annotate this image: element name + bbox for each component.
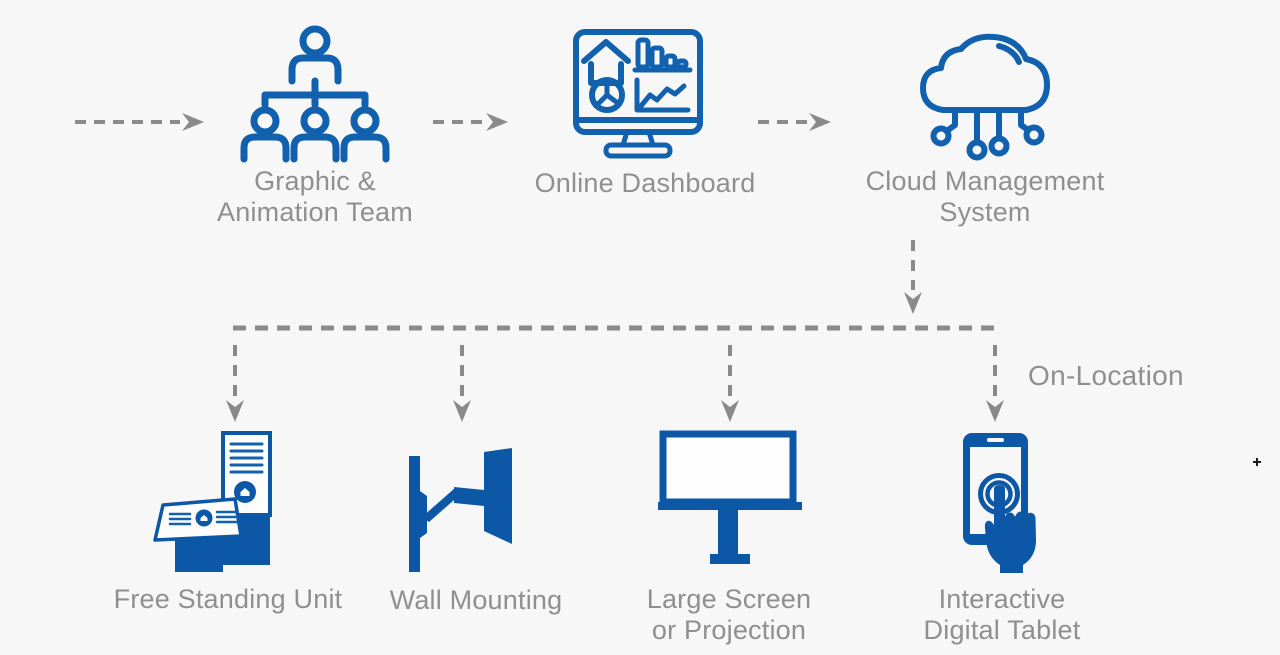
label-line: System [939,197,1031,227]
on-location-label: On-Location [1028,360,1184,391]
label-free-standing-unit: Free Standing Unit [98,584,358,615]
flow-arrowhead-team-to-dashboard [486,113,508,131]
flow-arrowhead-cloud-down [904,292,922,314]
drop-arrowhead-wall-mounting [453,400,471,422]
cloud-network-icon [920,33,1050,161]
kiosk-icon [153,431,272,572]
label-line: Graphic & [254,166,376,196]
billboard-screen-icon [658,430,802,564]
drop-arrowhead-free-standing [226,400,244,422]
label-interactive-digital-tablet: Interactive Digital Tablet [872,584,1132,646]
org-chart-icon [240,25,390,163]
label-line: or Projection [651,615,807,645]
label-large-screen-or-projection: Large Screen or Projection [599,584,859,646]
dashboard-monitor-icon [573,29,703,159]
flow-arrowhead-dashboard-to-cloud [809,113,831,131]
stray-cursor-mark [1253,458,1261,466]
label-line: Free Standing Unit [113,584,343,614]
label-wall-mounting: Wall Mounting [346,585,606,616]
drop-arrowhead-large-screen [721,400,739,422]
label-line: Animation Team [217,197,413,227]
drop-arrowhead-tablet [986,400,1004,422]
label-cloud-management-system: Cloud Management System [855,166,1115,228]
label-line: Online Dashboard [534,168,756,198]
label-line: Cloud Management [865,166,1105,196]
label-line: Large Screen [646,584,812,614]
label-graphic-animation-team: Graphic & Animation Team [185,166,445,228]
label-line: Interactive [938,584,1066,614]
label-line: Wall Mounting [389,585,563,615]
flow-arrowhead-into-team [182,113,204,131]
label-line: Digital Tablet [923,615,1081,645]
label-online-dashboard: Online Dashboard [515,168,775,199]
wall-mount-arm-icon [409,448,512,572]
touch-tablet-icon [963,433,1036,573]
